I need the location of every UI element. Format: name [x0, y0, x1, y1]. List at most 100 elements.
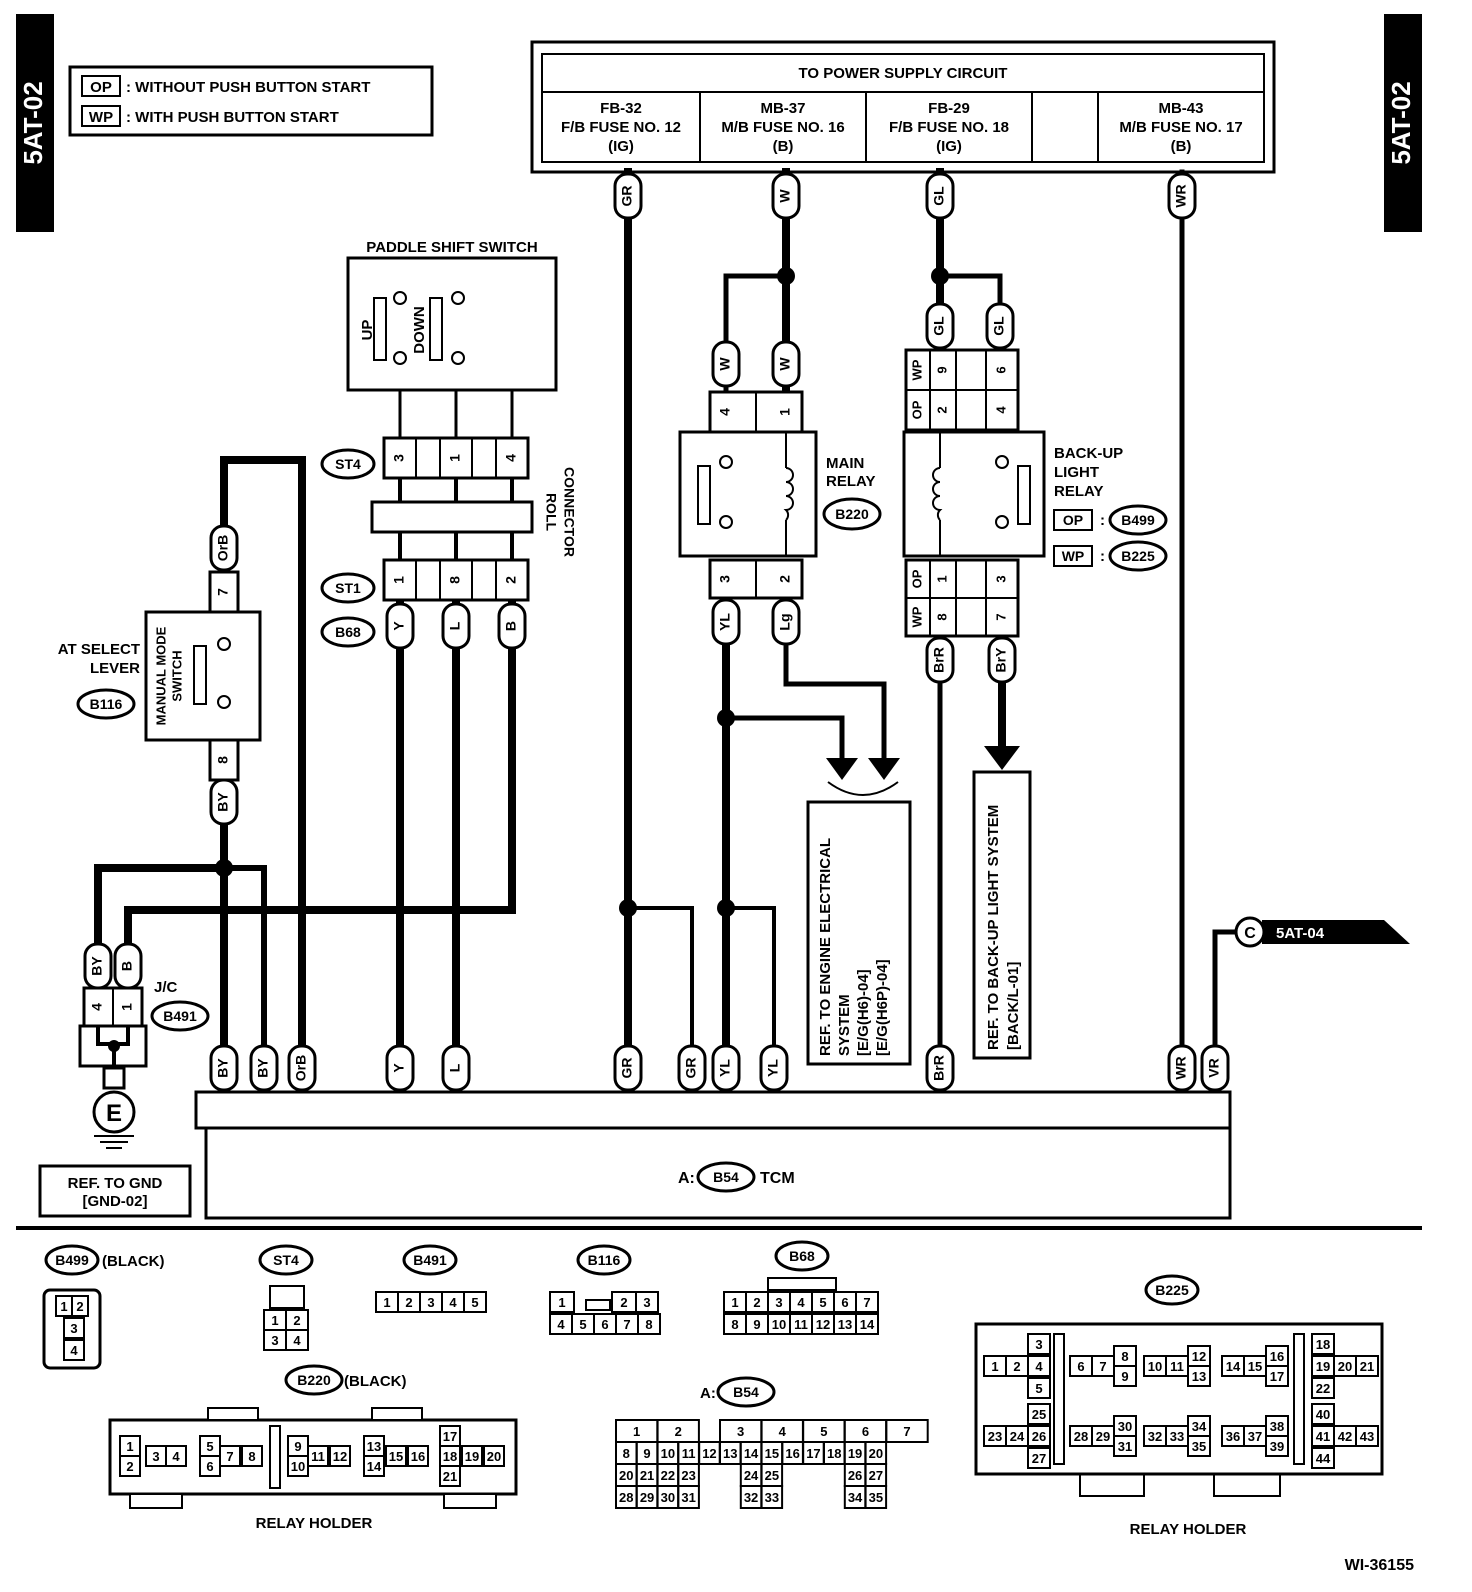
wire-label-by-switch: BY	[209, 778, 239, 826]
ref-engine-box: REF. TO ENGINE ELECTRICAL SYSTEM [E/G(H6…	[806, 800, 912, 1066]
svg-text:12: 12	[702, 1446, 716, 1461]
svg-text:BrR: BrR	[931, 647, 947, 673]
b68-pin: 1	[723, 1291, 747, 1313]
roll-connector-label-1: ROLL	[543, 493, 559, 532]
wire-label-b-jc: B	[113, 942, 143, 990]
svg-text:35: 35	[1192, 1439, 1206, 1454]
b499-pin: 2	[71, 1295, 89, 1317]
b54-pin: 14	[739, 1441, 763, 1465]
svg-text:30: 30	[1118, 1419, 1132, 1434]
main-relay: 4 1 3 2 MAIN RELAY B220	[678, 390, 882, 600]
svg-text:L: L	[447, 621, 463, 630]
svg-text:2: 2	[934, 406, 949, 413]
svg-text:B68: B68	[789, 1248, 815, 1264]
b225-pin: 33	[1165, 1425, 1189, 1447]
svg-text:19: 19	[465, 1449, 479, 1464]
svg-text:1: 1	[391, 576, 407, 584]
svg-text:WR: WR	[1173, 184, 1189, 207]
b225-pin: 41	[1311, 1425, 1335, 1447]
b116-pin: 5	[571, 1313, 595, 1335]
b225-pin: 25	[1027, 1403, 1051, 1425]
svg-text:B54: B54	[733, 1384, 759, 1400]
b225-pin: 35	[1187, 1435, 1211, 1457]
b54-pin: 21	[635, 1463, 659, 1487]
svg-text:MANUAL MODE: MANUAL MODE	[153, 626, 168, 725]
svg-text:25: 25	[765, 1468, 779, 1483]
svg-text:4: 4	[449, 1295, 457, 1310]
legend-op-code: OP	[90, 79, 112, 96]
wire-label-l-paddle: L	[441, 602, 471, 650]
svg-text::: :	[1100, 512, 1105, 529]
connector-b499: B499	[1121, 512, 1155, 528]
svg-text:36: 36	[1226, 1429, 1240, 1444]
fuse-mb37-mode: (B)	[773, 138, 794, 155]
svg-text:9: 9	[643, 1446, 650, 1461]
svg-text:GR: GR	[619, 1058, 635, 1079]
b220-pin: 8	[241, 1445, 263, 1467]
svg-text:20: 20	[487, 1449, 501, 1464]
svg-text:26: 26	[1032, 1429, 1046, 1444]
b220-pin: 7	[219, 1445, 241, 1467]
svg-text:23: 23	[681, 1468, 695, 1483]
svg-text:SYSTEM: SYSTEM	[836, 994, 853, 1056]
b220-pin: 16	[407, 1445, 429, 1467]
b68-pin: 10	[767, 1313, 791, 1335]
svg-text:3: 3	[737, 1424, 744, 1439]
svg-text:21: 21	[443, 1469, 457, 1484]
svg-text:28: 28	[1074, 1429, 1088, 1444]
connector-st4: ST4	[335, 456, 361, 472]
figure-code: WI-36155	[1345, 1557, 1414, 1574]
b220-pin: 2	[119, 1455, 141, 1477]
svg-text:32: 32	[1148, 1429, 1162, 1444]
b225-pin: 10	[1143, 1355, 1167, 1377]
b225-pin: 19	[1311, 1355, 1335, 1377]
page-tag-right: 5AT-02	[1384, 14, 1422, 232]
b220-pin: 13	[363, 1435, 385, 1457]
fuse-fb29-mode: (IG)	[936, 138, 962, 155]
svg-text:4: 4	[557, 1317, 565, 1332]
tcm-wire-label-a24: WR	[1167, 1044, 1197, 1092]
wire-label-wr-top: WR	[1167, 172, 1197, 220]
svg-text:B225: B225	[1155, 1282, 1189, 1298]
wire-label-lg-relay: Lg	[771, 598, 801, 646]
b116-pin: 8	[637, 1313, 661, 1335]
b54-pin: 19	[843, 1441, 867, 1465]
svg-text:6: 6	[993, 366, 1008, 373]
svg-text:16: 16	[411, 1449, 425, 1464]
b68-pin: 6	[833, 1291, 857, 1313]
b225-pin: 42	[1333, 1425, 1357, 1447]
tcm-wire-label-a4: L	[441, 1044, 471, 1092]
relay-holder-label-left: RELAY HOLDER	[256, 1515, 373, 1532]
b225-pin: 22	[1311, 1377, 1335, 1399]
b54-pin: 15	[760, 1441, 784, 1465]
wire-label-bry-relay: BrY	[987, 636, 1017, 684]
svg-text:26: 26	[848, 1468, 862, 1483]
fuse-mb37-id: MB-37	[760, 100, 805, 117]
at-select-lever-label-2: LEVER	[90, 660, 140, 677]
b54-pin: 17	[802, 1441, 825, 1465]
b225-pin: 2	[1005, 1355, 1029, 1377]
b54-pin: 31	[677, 1485, 700, 1509]
tcm-wire-label-a13: BrR	[925, 1044, 955, 1092]
svg-text:42: 42	[1338, 1429, 1352, 1444]
svg-text:GL: GL	[931, 186, 947, 206]
svg-text:20: 20	[869, 1446, 883, 1461]
b54-pin: 22	[656, 1463, 680, 1487]
svg-text:1: 1	[447, 454, 463, 462]
b54-pin: 5	[802, 1419, 846, 1443]
svg-text:[GND-02]: [GND-02]	[82, 1193, 147, 1210]
svg-text:27: 27	[1032, 1451, 1046, 1466]
b68-pin: 5	[811, 1291, 835, 1313]
svg-text:27: 27	[869, 1468, 883, 1483]
svg-text:8: 8	[215, 756, 231, 764]
svg-text:4: 4	[89, 1003, 105, 1011]
svg-text:WP: WP	[909, 359, 924, 380]
b54-pin: 8	[615, 1441, 638, 1465]
b54-pin: 30	[656, 1485, 680, 1509]
svg-text:29: 29	[640, 1490, 654, 1505]
svg-text:2: 2	[620, 1295, 627, 1310]
paddle-down-label: DOWN	[411, 306, 428, 354]
svg-text:17: 17	[443, 1429, 457, 1444]
b225-pin: 28	[1069, 1425, 1093, 1447]
continuation-5at04: C 5AT-04	[1234, 916, 1410, 948]
